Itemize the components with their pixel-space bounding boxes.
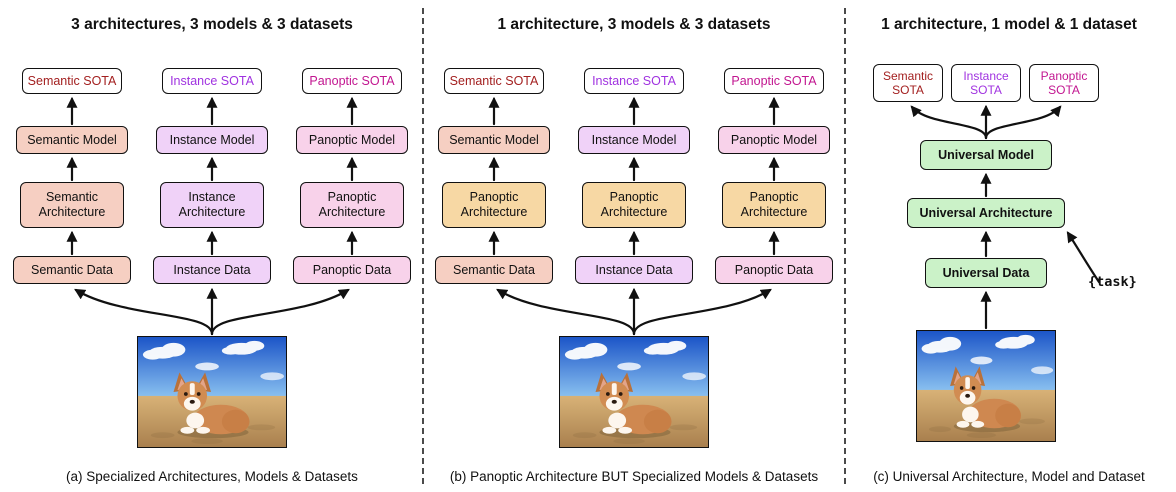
panel-divider [422,8,424,484]
panoptic-sota-box: Panoptic SOTA [1029,64,1099,102]
panel-b-instance-column: Instance SOTA Instance Model Panoptic Ar… [569,0,699,492]
panel-b-semantic-column: Semantic SOTA Semantic Model Panoptic Ar… [429,0,559,492]
universal-data-box: Universal Data [925,258,1047,288]
instance-data-box: Instance Data [153,256,271,284]
panoptic-data-box: Panoptic Data [293,256,411,284]
panel-divider [844,8,846,484]
panel-a-caption: (a) Specialized Architectures, Models & … [66,469,358,484]
panoptic-architecture-box: Panoptic Architecture [582,182,686,228]
semantic-model-box: Semantic Model [16,126,128,154]
panel-c-title: 1 architecture, 1 model & 1 dataset [881,16,1137,33]
instance-sota-box: Instance SOTA [584,68,684,94]
panoptic-data-box: Panoptic Data [715,256,833,284]
task-token-label: {task} [1088,274,1137,290]
panoptic-architecture-box: Panoptic Architecture [300,182,404,228]
semantic-data-box: Semantic Data [435,256,553,284]
instance-architecture-box: Instance Architecture [160,182,264,228]
corgi-photo [137,336,287,448]
panoptic-sota-box: Panoptic SOTA [302,68,402,94]
panoptic-sota-box: Panoptic SOTA [724,68,824,94]
panoptic-model-box: Panoptic Model [296,126,408,154]
corgi-photo [916,330,1056,442]
instance-data-box: Instance Data [575,256,693,284]
instance-sota-box: Instance SOTA [951,64,1021,102]
panel-a-semantic-column: Semantic SOTA Semantic Model Semantic Ar… [7,0,137,492]
semantic-data-box: Semantic Data [13,256,131,284]
universal-model-box: Universal Model [920,140,1052,170]
panoptic-model-box: Panoptic Model [718,126,830,154]
universal-architecture-box: Universal Architecture [907,198,1065,228]
instance-model-box: Instance Model [156,126,268,154]
panel-a-panoptic-column: Panoptic SOTA Panoptic Model Panoptic Ar… [287,0,417,492]
panel-c: 1 architecture, 1 model & 1 dataset Sema… [846,0,1172,492]
panoptic-architecture-box: Panoptic Architecture [722,182,826,228]
panoptic-architecture-box: Panoptic Architecture [442,182,546,228]
instance-model-box: Instance Model [578,126,690,154]
panel-b-caption: (b) Panoptic Architecture BUT Specialize… [449,469,819,484]
panel-b-title: 1 architecture, 3 models & 3 datasets [497,16,771,33]
semantic-sota-box: Semantic SOTA [444,68,544,94]
instance-sota-box: Instance SOTA [162,68,262,94]
panel-a: 3 architectures, 3 models & 3 datasets S… [2,0,422,492]
semantic-sota-box: Semantic SOTA [873,64,943,102]
corgi-photo-illustration [917,331,1055,441]
panel-b-panoptic-column: Panoptic SOTA Panoptic Model Panoptic Ar… [709,0,839,492]
panel-b: 1 architecture, 3 models & 3 datasets Se… [424,0,844,492]
panel-a-title: 3 architectures, 3 models & 3 datasets [71,16,353,33]
semantic-architecture-box: Semantic Architecture [20,182,124,228]
corgi-photo [559,336,709,448]
panel-c-caption: (c) Universal Architecture, Model and Da… [873,469,1145,484]
corgi-photo-illustration [560,337,708,447]
corgi-photo-illustration [138,337,286,447]
semantic-model-box: Semantic Model [438,126,550,154]
panel-a-instance-column: Instance SOTA Instance Model Instance Ar… [147,0,277,492]
semantic-sota-box: Semantic SOTA [22,68,122,94]
